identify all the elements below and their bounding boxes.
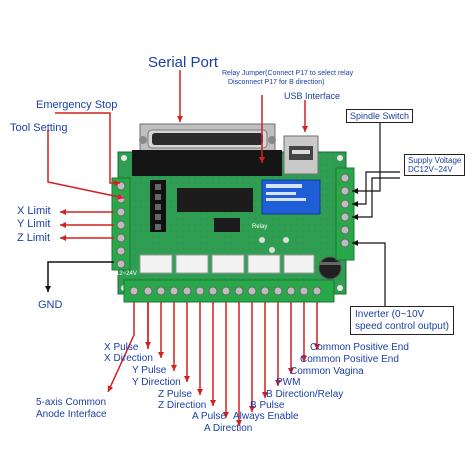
x-limit-label: X Limit: [17, 205, 51, 217]
ic-chips: [150, 180, 289, 253]
z-direction-label: Z Direction: [158, 400, 207, 411]
board-relay-label: Relay: [252, 224, 267, 230]
limit-arrows: [60, 209, 114, 241]
db25-serial-connector: [132, 123, 282, 176]
capacitor: [318, 256, 342, 280]
serial-port-label: Serial Port: [148, 54, 219, 71]
emergency-stop-label: Emergency Stop: [36, 99, 118, 111]
common-positive-end-label-2: Common Positive End: [300, 354, 399, 365]
bottom-arrows: [107, 302, 320, 426]
y-pulse-label: Y Pulse: [132, 365, 167, 376]
usb-interface-label: USB Interface: [284, 91, 341, 101]
jst-connectors: [139, 254, 315, 274]
y-limit-label: Y Limit: [17, 218, 51, 230]
spindle-switch-box: Spindle Switch: [346, 109, 414, 124]
z-pulse-label: Z Pulse: [158, 389, 192, 400]
relay-jumper-label-2: Disconnect P17 for B direction): [228, 79, 325, 86]
b-pulse-label: B Pulse: [250, 400, 285, 411]
common-positive-end-label-1: Common Positive End: [310, 342, 409, 353]
z-limit-label: Z Limit: [17, 232, 50, 244]
y-direction-label: Y Direction: [132, 377, 181, 388]
x-direction-label: X Direction: [104, 353, 153, 364]
relay-jumper-label-1: Relay Jumper(Connect P17 to select relay: [222, 70, 354, 77]
inverter-box: Inverter (0~10V speed control output): [350, 306, 454, 335]
board-voltage-label: 12~24V: [116, 271, 137, 277]
bottom-terminal-block: [123, 279, 335, 303]
top-arrows: [47, 70, 308, 200]
spindle-switch-label: Spindle Switch: [350, 111, 410, 121]
relay: [261, 179, 321, 215]
gnd-arrow: [45, 261, 114, 292]
left-terminal-block: [111, 177, 131, 271]
a-direction-label: A Direction: [204, 423, 253, 434]
inverter-label-2: speed control output): [355, 320, 449, 332]
pwm-label: PWM: [276, 377, 301, 388]
five-axis-common-label-2: Anode Interface: [36, 409, 107, 420]
right-terminal-block: [335, 167, 355, 261]
gnd-label: GND: [38, 299, 63, 311]
tool-setting-label: Tool Setting: [10, 122, 68, 134]
supply-voltage-box: Supply Voltage DC12V~24V: [404, 154, 466, 177]
right-leader-lines: [352, 120, 400, 314]
inverter-label-1: Inverter (0~10V: [355, 309, 425, 320]
five-axis-common-label-1: 5-axis Common: [36, 397, 107, 408]
usb-connector: [283, 135, 319, 175]
supply-voltage-label-1: Supply Voltage: [408, 156, 462, 165]
b-direction-relay-label: B Direction/Relay: [266, 389, 344, 400]
supply-voltage-label-2: DC12V~24V: [408, 165, 453, 175]
x-pulse-label: X Pulse: [104, 342, 139, 353]
always-enable-label: Always Enable: [233, 411, 299, 422]
common-vagina-label: Common Vagina: [290, 366, 364, 377]
a-pulse-label: A Pulse: [192, 411, 226, 422]
